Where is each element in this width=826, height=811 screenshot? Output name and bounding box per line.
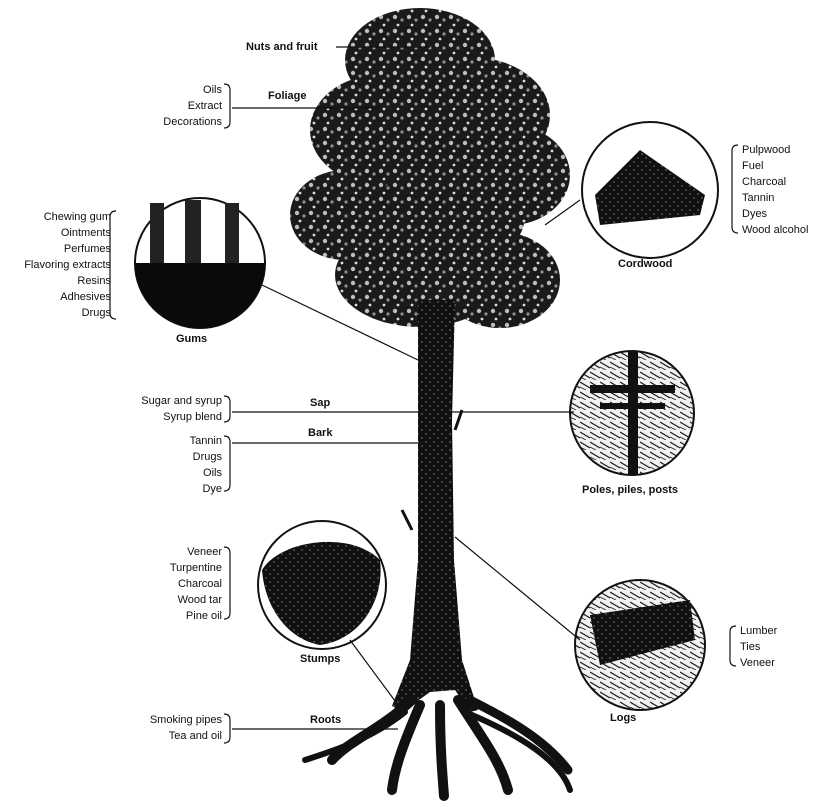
list-item: Adhesives [24, 289, 111, 305]
label-gums: Gums [176, 331, 207, 347]
list-item: Lumber [740, 623, 777, 639]
stumps-photo-circle [258, 521, 386, 649]
list-item: Tea and oil [150, 728, 222, 744]
list-item: Ointments [24, 225, 111, 241]
list-item: Wood tar [170, 592, 222, 608]
list-item: Tannin [190, 433, 222, 449]
tree-roots [305, 700, 570, 796]
list-item: Oils [163, 82, 222, 98]
list-item: Charcoal [170, 576, 222, 592]
foliage-products-list: Oils Extract Decorations [163, 82, 222, 130]
roots-products-list: Smoking pipes Tea and oil [150, 712, 222, 744]
logs-products-list: Lumber Ties Veneer [740, 623, 777, 671]
list-item: Decorations [163, 114, 222, 130]
list-item: Oils [190, 465, 222, 481]
cordwood-photo-circle [582, 122, 718, 258]
gums-photo-circle [135, 198, 265, 328]
list-item: Drugs [24, 305, 111, 321]
label-nuts-and-fruit: Nuts and fruit [246, 39, 318, 55]
list-item: Flavoring extracts [24, 257, 111, 273]
label-stumps: Stumps [300, 651, 340, 667]
list-item: Sugar and syrup [141, 393, 222, 409]
list-item: Pulpwood [742, 142, 808, 158]
list-item: Wood alcohol [742, 222, 808, 238]
list-item: Pine oil [170, 608, 222, 624]
gums-products-list: Chewing gum Ointments Perfumes Flavoring… [24, 209, 111, 321]
list-item: Perfumes [24, 241, 111, 257]
list-item: Drugs [190, 449, 222, 465]
list-item: Turpentine [170, 560, 222, 576]
list-item: Syrup blend [141, 409, 222, 425]
list-item: Veneer [740, 655, 777, 671]
list-item: Resins [24, 273, 111, 289]
label-poles-piles-posts: Poles, piles, posts [582, 482, 678, 498]
cordwood-products-list: Pulpwood Fuel Charcoal Tannin Dyes Wood … [742, 142, 808, 238]
list-item: Ties [740, 639, 777, 655]
poles-photo-circle [570, 351, 694, 475]
list-item: Charcoal [742, 174, 808, 190]
stumps-products-list: Veneer Turpentine Charcoal Wood tar Pine… [170, 544, 222, 624]
label-bark: Bark [308, 425, 332, 441]
label-sap: Sap [310, 395, 330, 411]
sap-products-list: Sugar and syrup Syrup blend [141, 393, 222, 425]
label-foliage: Foliage [268, 88, 307, 104]
list-item: Veneer [170, 544, 222, 560]
tree-crown [290, 8, 570, 328]
bark-products-list: Tannin Drugs Oils Dye [190, 433, 222, 497]
logs-photo-circle [575, 580, 705, 710]
list-item: Extract [163, 98, 222, 114]
list-item: Tannin [742, 190, 808, 206]
list-item: Dyes [742, 206, 808, 222]
list-item: Smoking pipes [150, 712, 222, 728]
label-cordwood: Cordwood [618, 256, 672, 272]
label-roots: Roots [310, 712, 341, 728]
list-item: Chewing gum [24, 209, 111, 225]
label-logs: Logs [610, 710, 636, 726]
list-item: Dye [190, 481, 222, 497]
list-item: Fuel [742, 158, 808, 174]
tree-trunk [392, 300, 478, 712]
